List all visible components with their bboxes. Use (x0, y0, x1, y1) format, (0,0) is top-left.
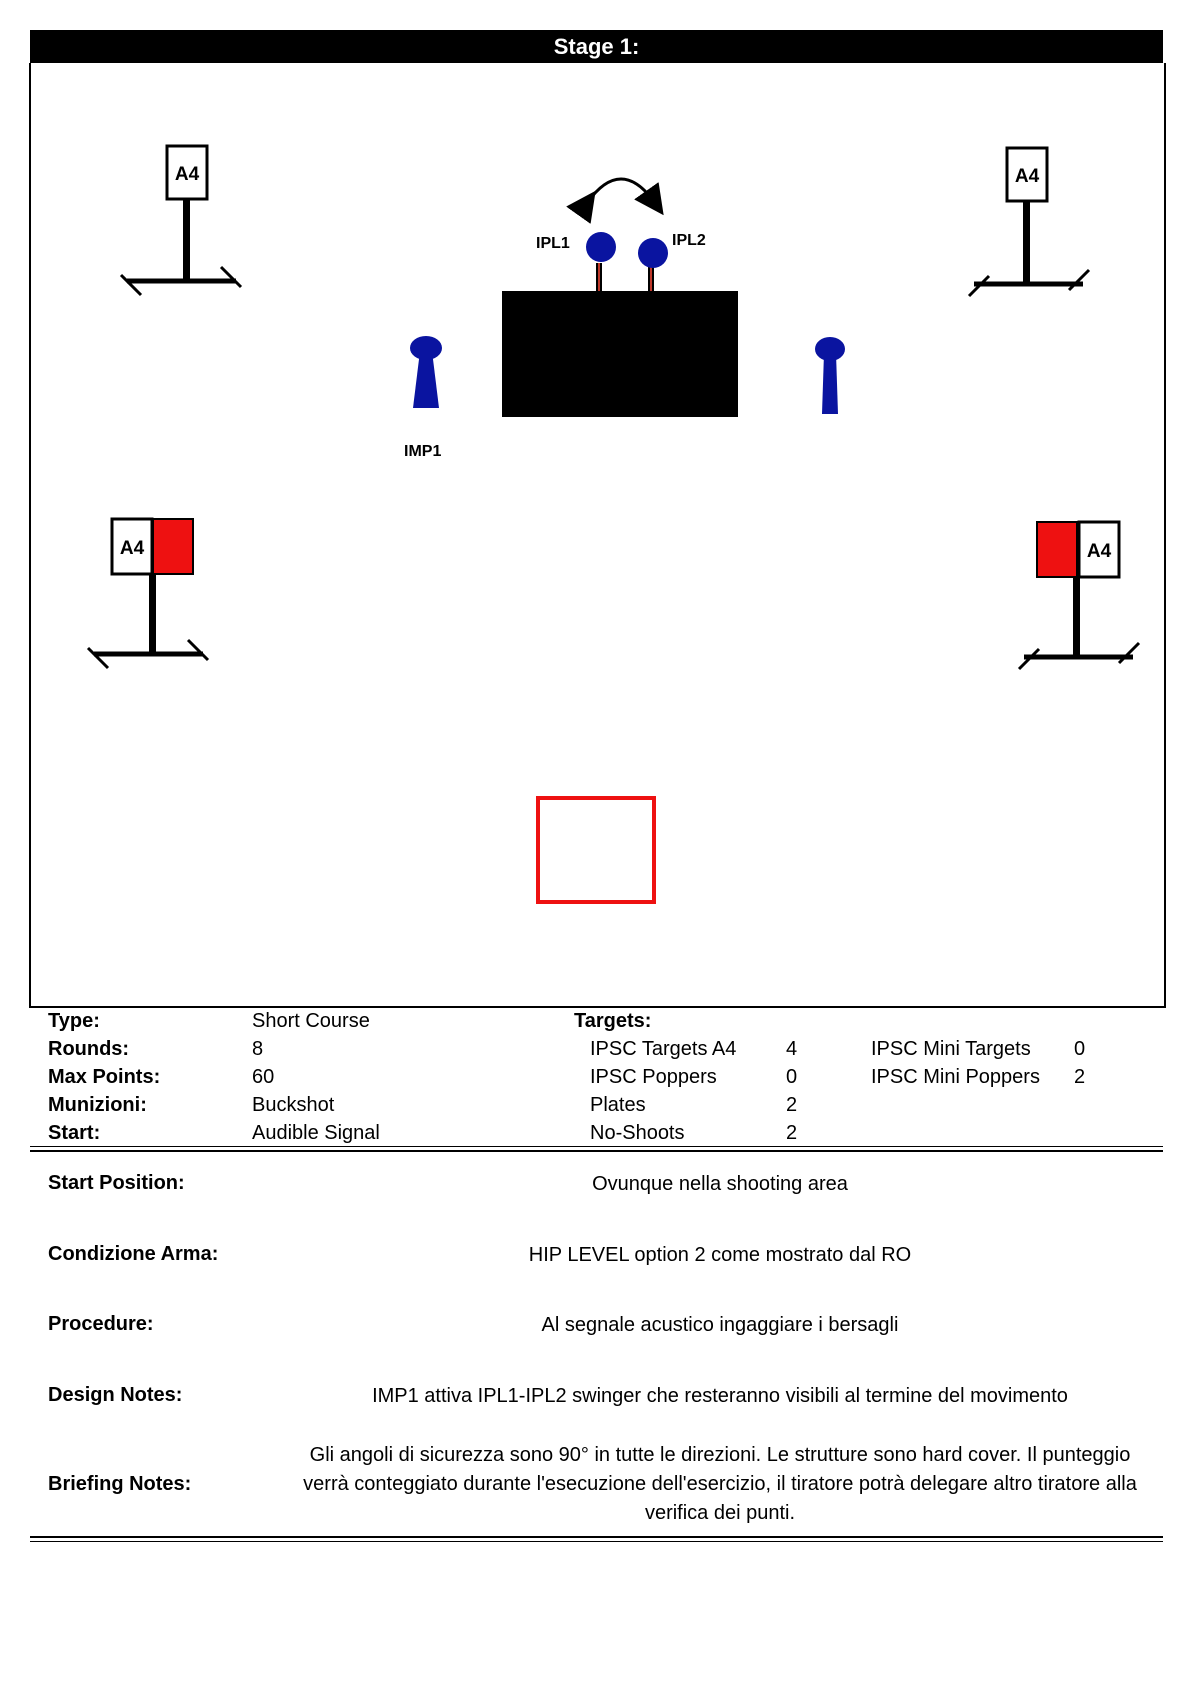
stage-diagram-svg: A4 A4 IPL1 IPL2 (86, 144, 1141, 904)
briefing-notes-value: Gli angoli di sicurezza sono 90° in tutt… (250, 1441, 1190, 1528)
imp1-mini-popper (410, 336, 442, 408)
mini-target-name: IPSC Mini Poppers (871, 1066, 1040, 1088)
mini-target-count: 0 (1074, 1038, 1086, 1060)
imp1-label: IMP1 (404, 443, 441, 460)
munizioni-label: Munizioni: (48, 1094, 147, 1116)
a4-label: A4 (1015, 166, 1040, 187)
target-name: No-Shoots (590, 1122, 685, 1144)
ipl1-popper (586, 232, 616, 293)
briefing-notes-label: Briefing Notes: (48, 1473, 192, 1495)
ipl2-popper (638, 238, 668, 293)
mini-popper-right (815, 337, 845, 414)
briefing-notes-line: verifica dei punti. (644, 1502, 796, 1524)
target-name: Plates (590, 1094, 646, 1116)
target-name: IPSC Targets A4 (590, 1038, 737, 1060)
mini-target-name: IPSC Mini Targets (871, 1038, 1031, 1060)
divider (30, 1541, 1163, 1542)
design-notes-label: Design Notes: (48, 1384, 183, 1406)
max-points-label: Max Points: (48, 1066, 161, 1088)
a4-target-top-left: A4 (119, 144, 243, 297)
target-count: 2 (786, 1122, 798, 1144)
stage-title-bar: Stage 1: (30, 30, 1163, 63)
a4-target-with-no-shoot-right: A4 (1017, 520, 1141, 671)
start-value: Audible Signal (252, 1122, 380, 1144)
type-label: Type: (48, 1010, 100, 1032)
mini-target-count: 2 (1074, 1066, 1086, 1088)
max-points-value: 60 (252, 1066, 275, 1088)
procedure-value: Al segnale acustico ingaggiare i bersagl… (541, 1314, 899, 1336)
condizione-arma-value: HIP LEVEL option 2 come mostrato dal RO (528, 1244, 912, 1266)
a4-target-top-right: A4 (967, 146, 1091, 298)
start-position-label: Start Position: (48, 1172, 185, 1194)
target-name: IPSC Poppers (590, 1066, 717, 1088)
a4-label: A4 (1087, 541, 1112, 562)
condizione-arma-label: Condizione Arma: (48, 1243, 219, 1265)
ipl1-label: IPL1 (536, 235, 570, 252)
barrier-wall (502, 291, 738, 417)
target-count: 2 (786, 1094, 798, 1116)
rounds-label: Rounds: (48, 1038, 130, 1060)
targets-label: Targets: (574, 1010, 652, 1032)
stage-diagram: A4 A4 IPL1 IPL2 (29, 63, 1166, 1008)
procedure-label: Procedure: (48, 1313, 154, 1335)
design-notes-value: IMP1 attiva IPL1-IPL2 swinger che rester… (372, 1385, 1068, 1407)
stage-title: Stage 1: (553, 33, 640, 59)
divider (30, 1146, 1163, 1147)
no-shoot-left (152, 518, 194, 575)
target-count: 0 (786, 1066, 798, 1088)
divider (30, 1150, 1163, 1152)
target-count: 4 (786, 1038, 798, 1060)
rounds-value: 8 (252, 1038, 264, 1060)
ipl2-label: IPL2 (672, 232, 706, 249)
no-shoot-right (1036, 521, 1078, 578)
a4-label: A4 (175, 164, 200, 185)
munizioni-value: Buckshot (252, 1094, 335, 1116)
briefing-notes-line: Gli angoli di sicurezza sono 90° in tutt… (309, 1444, 1131, 1466)
swing-arrow (566, 177, 664, 224)
shooting-area-box (536, 796, 656, 904)
a4-label: A4 (120, 538, 145, 559)
start-position-value: Ovunque nella shooting area (592, 1173, 848, 1195)
divider (30, 1536, 1163, 1538)
briefing-notes-line: verrà conteggiato durante l'esecuzione d… (303, 1473, 1137, 1495)
start-label: Start: (48, 1122, 101, 1144)
a4-target-with-no-shoot-left: A4 (86, 517, 210, 670)
type-value: Short Course (252, 1010, 370, 1032)
